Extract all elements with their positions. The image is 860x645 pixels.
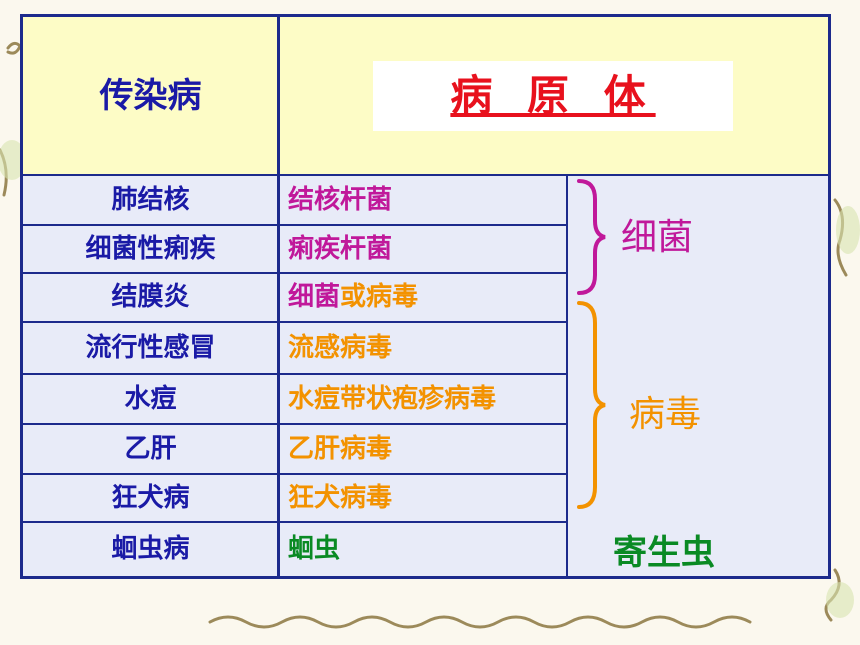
row-divider bbox=[23, 373, 568, 375]
column-divider-2 bbox=[566, 174, 568, 576]
pathogen-cell: 乙肝病毒 bbox=[288, 424, 392, 474]
pathogen-text: 水痘带状疱疹病毒 bbox=[288, 384, 497, 414]
pathogen-text: 蛔虫 bbox=[288, 534, 341, 564]
bacteria-bracket-icon bbox=[577, 179, 606, 295]
pathogen-cell: 蛔虫 bbox=[288, 522, 340, 576]
row-divider bbox=[23, 272, 568, 274]
pathogen-text: 结核杆菌 bbox=[288, 185, 393, 215]
pathogen-cell: 水痘带状疱疹病毒 bbox=[288, 374, 496, 424]
pathogen-text: 细菌 bbox=[288, 282, 341, 312]
header-disease-label: 传染病 bbox=[99, 76, 202, 116]
disease-cell: 狂犬病 bbox=[111, 483, 190, 513]
disease-pathogen-table: 传染病 病 原 体 肺结核结核杆菌细菌性痢疾痢疾杆菌结膜炎细菌或病毒流行性感冒流… bbox=[20, 14, 831, 579]
group-virus-label: 病毒 bbox=[629, 394, 702, 435]
disease-cell: 水痘 bbox=[124, 384, 177, 414]
pathogen-cell: 流感病毒 bbox=[288, 322, 392, 374]
row-divider bbox=[23, 423, 568, 425]
header-divider bbox=[23, 174, 828, 176]
header-pathogen-box: 病 原 体 bbox=[373, 61, 733, 131]
table-header: 传染病 病 原 体 bbox=[23, 17, 828, 175]
group-bacteria-label: 细菌 bbox=[621, 217, 694, 258]
disease-cell: 蛔虫病 bbox=[111, 534, 190, 564]
pathogen-text: 狂犬病毒 bbox=[288, 483, 393, 513]
disease-cell: 肺结核 bbox=[111, 185, 190, 215]
pathogen-text: 痢疾杆菌 bbox=[288, 234, 393, 264]
row-divider bbox=[23, 473, 568, 475]
column-divider-1 bbox=[277, 17, 280, 576]
pathogen-cell: 细菌或病毒 bbox=[288, 273, 418, 322]
pathogen-cell: 狂犬病毒 bbox=[288, 474, 392, 522]
row-divider bbox=[23, 224, 568, 226]
disease-cell: 流行性感冒 bbox=[85, 333, 216, 363]
pathogen-cell: 痢疾杆菌 bbox=[288, 225, 392, 273]
pathogen-text: 乙肝病毒 bbox=[288, 434, 393, 464]
disease-cell: 乙肝 bbox=[124, 434, 177, 464]
virus-bracket-icon bbox=[577, 301, 606, 509]
pathogen-text: 或病毒 bbox=[340, 282, 419, 312]
group-parasite-label: 寄生虫 bbox=[613, 533, 715, 573]
row-divider bbox=[23, 321, 568, 323]
row-divider bbox=[23, 521, 568, 523]
disease-cell: 细菌性痢疾 bbox=[85, 234, 216, 264]
disease-cell: 结膜炎 bbox=[111, 282, 190, 312]
header-pathogen-label: 病 原 体 bbox=[450, 71, 656, 120]
pathogen-cell: 结核杆菌 bbox=[288, 176, 392, 225]
pathogen-text: 流感病毒 bbox=[288, 333, 393, 363]
